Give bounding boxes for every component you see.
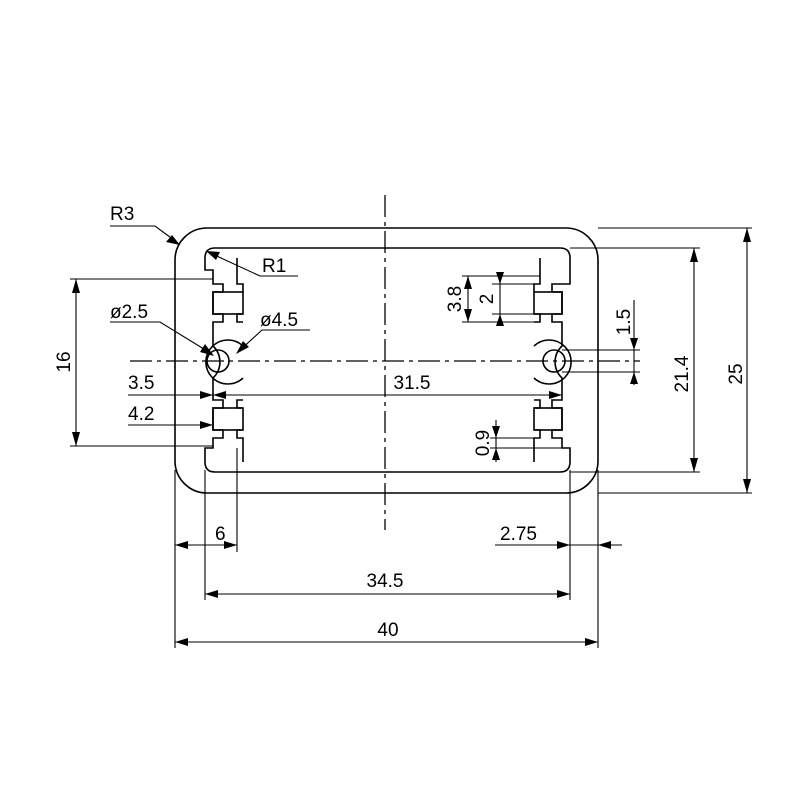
dim-40: 40 xyxy=(174,470,599,648)
dim-3-5-label: 3.5 xyxy=(128,373,154,394)
dim-1-5-label: 1.5 xyxy=(614,309,635,335)
dim-34-5-label: 34.5 xyxy=(367,571,404,592)
dim-dia-4-5: ø4.5 xyxy=(236,310,310,354)
dim-6: 6 xyxy=(175,448,238,552)
dim-1-5: 1.5 xyxy=(562,300,640,385)
dim-3-5: 3.5 xyxy=(128,373,213,399)
dim-r1: R1 xyxy=(206,251,298,277)
dim-21-4: 21.4 xyxy=(570,247,700,473)
dim-dia-2-5: ø2.5 xyxy=(110,302,214,356)
dim-25: 25 xyxy=(598,227,752,494)
dim-2: 2 xyxy=(477,272,534,326)
left-fins xyxy=(212,258,244,462)
dim-3-8-label: 3.8 xyxy=(445,286,466,312)
dim-2-label: 2 xyxy=(477,294,498,305)
left-screw-slot xyxy=(205,339,244,385)
dim-dia-4-5-label: ø4.5 xyxy=(260,310,298,331)
dim-r3: R3 xyxy=(110,204,180,245)
dim-dia-2-5-label: ø2.5 xyxy=(110,302,148,323)
dim-31-5: 31.5 xyxy=(213,373,562,399)
right-fins xyxy=(533,258,563,462)
dim-r1-label: R1 xyxy=(262,256,286,277)
dim-25-label: 25 xyxy=(726,363,747,384)
dim-6-label: 6 xyxy=(215,524,226,545)
right-screw-slot xyxy=(533,339,572,385)
dim-21-4-label: 21.4 xyxy=(672,355,693,392)
dim-0-9-label: 0.9 xyxy=(473,430,494,456)
dim-0-9: 0.9 xyxy=(473,420,562,462)
dim-40-label: 40 xyxy=(377,620,398,641)
dim-16: 16 xyxy=(54,278,213,447)
dim-4-2-label: 4.2 xyxy=(128,404,154,425)
dim-4-2: 4.2 xyxy=(128,404,213,429)
dim-2-75: 2.75 xyxy=(495,470,622,552)
dim-2-75-label: 2.75 xyxy=(500,524,537,545)
dim-16-label: 16 xyxy=(54,351,75,372)
dim-34-5: 34.5 xyxy=(204,470,571,600)
dim-r3-label: R3 xyxy=(110,204,134,225)
dim-31-5-label: 31.5 xyxy=(394,373,431,394)
